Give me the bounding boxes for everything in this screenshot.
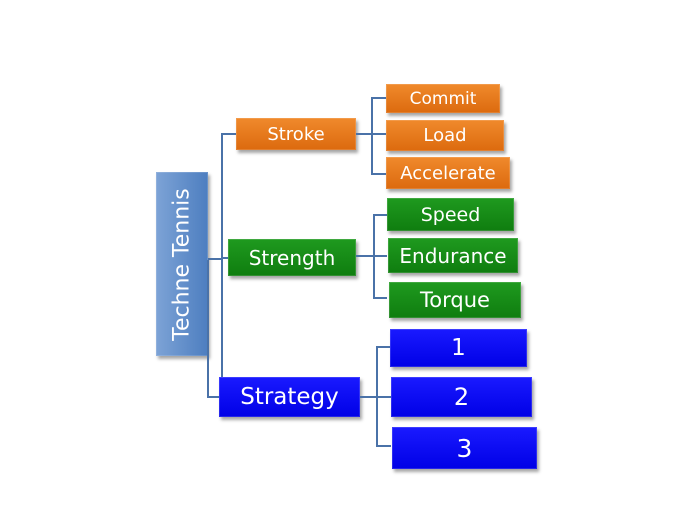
leaf-3: 3 — [392, 427, 537, 469]
leaf-2-label: 2 — [453, 383, 470, 411]
connector-strength — [221, 257, 231, 259]
strategy-connector-1 — [376, 346, 391, 348]
branch-stroke-label: Stroke — [267, 123, 325, 145]
branch-strategy: Strategy — [219, 377, 360, 417]
connector-stroke — [221, 133, 237, 135]
leaf-1-label: 1 — [451, 335, 466, 361]
leaf-torque: Torque — [389, 282, 521, 318]
connector-strategy — [207, 396, 223, 398]
branch-strength: Strength — [228, 239, 356, 276]
leaf-endurance-label: Endurance — [399, 243, 507, 268]
leaf-3-label: 3 — [456, 433, 473, 463]
leaf-speed: Speed — [387, 198, 514, 231]
stroke-connector-spine — [371, 97, 373, 174]
strength-connector-1 — [373, 214, 387, 216]
leaf-accelerate-label: Accelerate — [400, 162, 496, 184]
strategy-connector-h — [360, 396, 378, 398]
strength-connector-h — [356, 255, 374, 257]
stroke-connector-h — [356, 133, 372, 135]
leaf-1: 1 — [390, 329, 527, 367]
stroke-connector-1 — [371, 97, 386, 99]
root-label: Techne Tennis — [169, 187, 195, 341]
leaf-commit-label: Commit — [409, 88, 477, 109]
leaf-commit: Commit — [386, 84, 500, 113]
leaf-2: 2 — [391, 377, 532, 417]
leaf-speed-label: Speed — [420, 203, 481, 226]
leaf-torque-label: Torque — [420, 288, 490, 312]
branch-stroke: Stroke — [236, 118, 356, 150]
root-node: Techne Tennis — [156, 172, 208, 356]
connector-strategy-vert — [207, 260, 209, 398]
strength-connector-3 — [373, 297, 387, 299]
strategy-connector-3 — [376, 445, 391, 447]
stroke-connector-2 — [371, 133, 386, 135]
branch-strength-label: Strength — [248, 245, 336, 270]
strength-connector-2 — [373, 255, 387, 257]
root-connector-root — [208, 258, 222, 260]
stroke-connector-3 — [371, 173, 386, 175]
root-connector-spine — [221, 133, 223, 396]
leaf-accelerate: Accelerate — [386, 157, 510, 189]
leaf-endurance: Endurance — [388, 238, 518, 273]
branch-strategy-label: Strategy — [240, 384, 339, 410]
leaf-load-label: Load — [423, 125, 467, 146]
leaf-load: Load — [386, 120, 504, 151]
strategy-connector-2 — [376, 396, 391, 398]
